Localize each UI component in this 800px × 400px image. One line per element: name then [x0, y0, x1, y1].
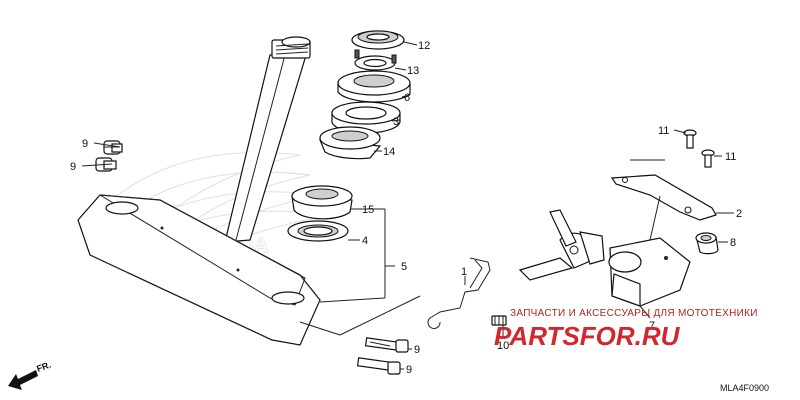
bolt-part-9-bottom-b	[356, 357, 401, 375]
callout-5: 5	[401, 261, 407, 273]
callout-9-upper: 9	[82, 138, 88, 150]
callout-8: 8	[730, 237, 736, 249]
callout-9-lower: 9	[70, 161, 76, 173]
callout-6: 6	[404, 92, 410, 104]
callout-10: 10	[497, 340, 509, 352]
bearing-part-14	[319, 126, 382, 160]
bracket-part-2	[610, 174, 717, 241]
callout-4: 4	[362, 235, 368, 247]
watermark-brand: PARTSFOR.RU	[494, 321, 681, 351]
callout-13: 13	[407, 65, 419, 77]
callout-15: 15	[362, 204, 374, 216]
callout-9-bottom-a: 9	[414, 344, 420, 356]
callout-9-bottom-b: 9	[406, 364, 412, 376]
race-part-4	[287, 220, 349, 242]
bottom-bridge-part-5	[77, 194, 321, 346]
adjusting-nut-part-6	[337, 70, 411, 103]
bolt-part-9-upper	[103, 140, 123, 155]
ignition-switch-part-7	[608, 237, 691, 307]
locknut-part-12	[351, 30, 405, 50]
callout-7: 7	[649, 320, 655, 332]
callout-2: 2	[736, 208, 742, 220]
bearing-part-15	[291, 185, 353, 220]
callout-14: 14	[383, 146, 395, 158]
callout-11-b: 11	[725, 151, 736, 163]
callout-3: 3	[393, 116, 399, 128]
screw-part-11-b	[701, 149, 715, 168]
wire-bracket-part-1	[427, 257, 491, 329]
bolt-part-9-bottom-a	[364, 337, 409, 353]
grommet-part-8	[695, 232, 719, 255]
leader-lines	[81, 41, 734, 370]
ignition-key	[518, 209, 605, 281]
front-direction-label: FR.	[35, 360, 52, 374]
front-arrow-icon	[8, 370, 38, 390]
dust-seal-part-3	[331, 101, 401, 134]
callout-12: 12	[418, 40, 430, 52]
watermark: ЗАПЧАСТИ И АКСЕССУАРЫ ДЛЯ МОТОТЕХНИКИ PA…	[494, 308, 758, 351]
steering-stem-shaft	[224, 36, 311, 243]
callout-11-a: 11	[658, 125, 669, 137]
front-direction-marker: FR.	[8, 360, 52, 390]
lock-washer-part-13	[354, 49, 397, 71]
part-callouts: 12 13 6 3 14 9 9 15 4 5 1 10 9 9 11 11 2…	[70, 40, 742, 376]
clip-part-10	[491, 315, 507, 326]
watermark-tagline: ЗАПЧАСТИ И АКСЕССУАРЫ ДЛЯ МОТОТЕХНИКИ	[510, 308, 758, 319]
callout-1: 1	[461, 266, 467, 278]
diagram-code: MLA4F0900	[720, 383, 769, 393]
